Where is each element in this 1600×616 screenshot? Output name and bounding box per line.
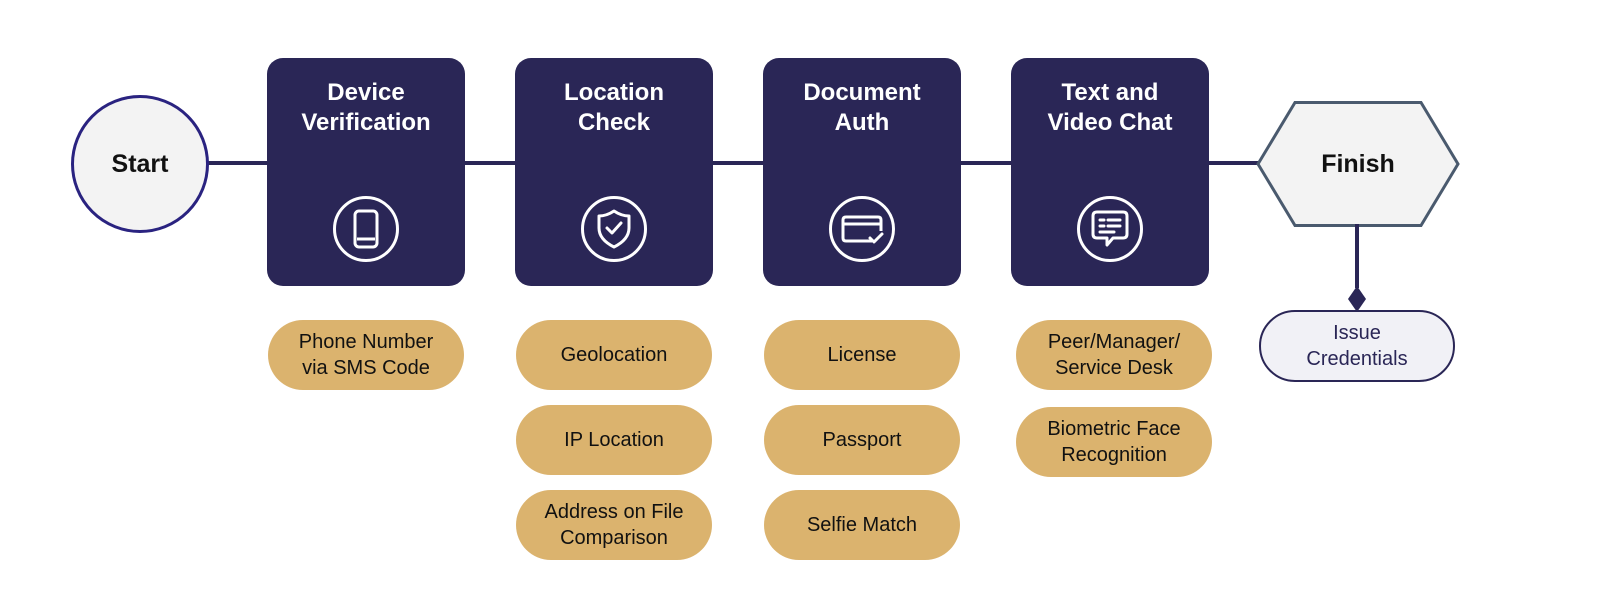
step-location-check: Location Check <box>515 58 713 286</box>
step-title-line: Device <box>327 79 405 106</box>
option-peer-manager-service-desk: Peer/Manager/ Service Desk <box>1016 320 1212 390</box>
step-title-line: Video Chat <box>1047 109 1173 136</box>
chat-icon <box>1077 196 1143 262</box>
option-geolocation: Geolocation <box>516 320 712 390</box>
shield-check-icon <box>581 196 647 262</box>
option-line: Phone Number <box>298 331 434 353</box>
step-title: Location Check <box>515 78 713 138</box>
start-label: Start <box>111 149 169 178</box>
step-title-line: Auth <box>834 109 890 136</box>
option-address-comparison: Address on File Comparison <box>516 490 712 560</box>
step-title: Document Auth <box>763 78 961 138</box>
finish-label: Finish <box>1321 149 1395 178</box>
option-line: Address on File <box>544 501 684 523</box>
option-selfie-match: Selfie Match <box>764 490 960 560</box>
option-line: Biometric Face <box>1047 418 1181 440</box>
option-line: Recognition <box>1061 444 1167 466</box>
connector-device-location <box>464 161 516 165</box>
option-line: License <box>827 344 897 366</box>
option-line: Passport <box>822 429 902 451</box>
step-title-line: Check <box>577 109 651 136</box>
connector-start-device <box>208 161 268 165</box>
option-license: License <box>764 320 960 390</box>
step-document-auth: Document Auth <box>763 58 961 286</box>
step-title-line: Document <box>803 79 921 106</box>
step-title: Text and Video Chat <box>1011 78 1209 138</box>
option-line: IP Location <box>564 429 664 451</box>
issue-line: Credentials <box>1306 348 1408 370</box>
finish-node: Finish <box>1256 101 1460 227</box>
option-passport: Passport <box>764 405 960 475</box>
option-line: Comparison <box>560 527 668 549</box>
step-title-line: Location <box>564 79 664 106</box>
phone-icon <box>333 196 399 262</box>
connector-chat-finish <box>1208 161 1260 165</box>
issue-credentials-node: Issue Credentials <box>1259 310 1455 382</box>
step-device-verification: Device Verification <box>267 58 465 286</box>
connector-finish-issue <box>1348 224 1366 312</box>
step-title-line: Text and <box>1061 79 1159 106</box>
connector-location-document <box>712 161 764 165</box>
step-title-line: Verification <box>301 109 431 136</box>
issue-line: Issue <box>1333 322 1381 344</box>
option-line: Peer/Manager/ <box>1047 331 1181 353</box>
option-line: via SMS Code <box>302 357 430 379</box>
start-node: Start <box>71 95 209 233</box>
connector-document-chat <box>960 161 1012 165</box>
option-line: Selfie Match <box>806 514 918 536</box>
option-line: Service Desk <box>1055 357 1173 379</box>
option-ip-location: IP Location <box>516 405 712 475</box>
option-biometric-face-recognition: Biometric Face Recognition <box>1016 407 1212 477</box>
step-text-video-chat: Text and Video Chat <box>1011 58 1209 286</box>
step-title: Device Verification <box>267 78 465 138</box>
option-line: Geolocation <box>560 344 668 366</box>
diamond-arrowhead-icon <box>1348 286 1366 312</box>
option-phone-sms: Phone Number via SMS Code <box>268 320 464 390</box>
card-check-icon <box>829 196 895 262</box>
finish-hexagon-shape <box>1256 101 1460 227</box>
